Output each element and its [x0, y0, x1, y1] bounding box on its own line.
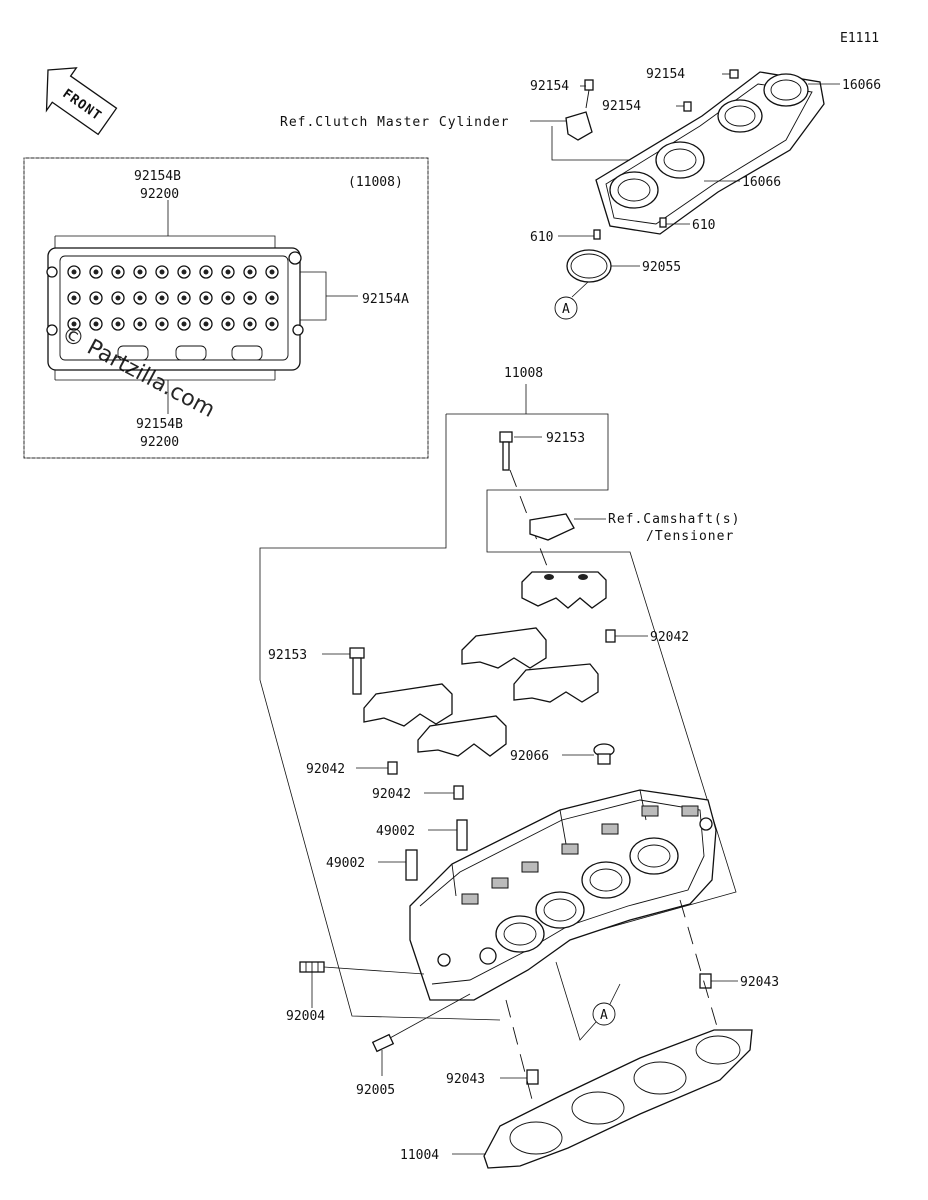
- label-bolt-cam: 92153: [546, 431, 585, 446]
- ref-tensioner: /Tensioner: [646, 529, 734, 544]
- inset-bolt-center-icon: [115, 295, 121, 301]
- inset-bolt-center-icon: [203, 321, 209, 327]
- callout-a-upper: A: [562, 302, 570, 317]
- bolt-icon: [349, 647, 365, 695]
- head-boss-icon: [561, 843, 579, 855]
- inset-bolt-center-icon: [71, 269, 77, 275]
- label-dowel-right: 92043: [740, 975, 779, 990]
- inset-bolt-center-icon: [93, 295, 99, 301]
- head-boss-icon: [521, 861, 539, 873]
- head-boss-icon: [461, 893, 479, 905]
- label-dowel-bottom: 92043: [446, 1072, 485, 1087]
- inset-bolt-center-icon: [159, 295, 165, 301]
- inset-bolt-center-icon: [247, 295, 253, 301]
- label-plug: 92066: [510, 749, 549, 764]
- plug-icon: [593, 743, 615, 765]
- dowel-pin-icon: [605, 629, 616, 643]
- inset-bolt-center-icon: [269, 321, 275, 327]
- inset-bolt-center-icon: [181, 295, 187, 301]
- inset-bolt-center-icon: [93, 269, 99, 275]
- label-pin-left: 610: [530, 230, 553, 245]
- label-oring: 92055: [642, 260, 681, 275]
- valve-guide-icon: [456, 819, 468, 851]
- inset-label-92154b-bottom: 92154B: [136, 417, 183, 432]
- diagram-code: E1111: [840, 31, 879, 46]
- head-gasket: [483, 1029, 753, 1169]
- inset-bolt-center-icon: [225, 321, 231, 327]
- inset-bolt-center-icon: [203, 295, 209, 301]
- front-arrow-icon: FRONT: [45, 67, 118, 136]
- label-cover-upper: 16066: [842, 78, 881, 93]
- inset-bolt-center-icon: [115, 269, 121, 275]
- label-cover-lower: 16066: [742, 175, 781, 190]
- inset-bolt-center-icon: [93, 321, 99, 327]
- head-boss-icon: [601, 823, 619, 835]
- inset-bolt-center-icon: [159, 269, 165, 275]
- upper-cover-assembly: A 92154 92154 92154 Ref.Clutch Master Cy…: [280, 67, 881, 320]
- dowel-pin-icon: [659, 217, 667, 228]
- dowel-pin-icon: [526, 1069, 539, 1085]
- label-head-assy: 11008: [504, 366, 543, 381]
- bolt-icon: [584, 79, 594, 109]
- valve-guide-icon: [405, 849, 418, 881]
- head-boss-icon: [641, 805, 659, 817]
- inset-bolt-center-icon: [71, 295, 77, 301]
- inset-label-92200-bottom: 92200: [140, 435, 179, 450]
- inset-bolt-center-icon: [269, 269, 275, 275]
- inset-panel: (11008) 92154B 92200 92154A 92154B 92200…: [23, 157, 429, 459]
- bolt-icon: [729, 69, 739, 79]
- head-boss-icon: [681, 805, 699, 817]
- cylinder-head-body: [409, 789, 717, 1001]
- fitting-icon: [371, 1033, 395, 1053]
- label-bolt-top-right: 92154: [646, 67, 685, 82]
- label-guide-2: 49002: [326, 856, 365, 871]
- main-assembly: 11008 92153 Ref.Camshaft(s) /Tensioner 9…: [259, 366, 779, 1169]
- inset-bolt-center-icon: [159, 321, 165, 327]
- cylinder-head-top-view: [46, 247, 304, 371]
- inset-bolt-center-icon: [247, 321, 253, 327]
- inset-label-92154b-top: 92154B: [134, 169, 181, 184]
- inset-bolt-center-icon: [137, 269, 143, 275]
- label-stud: 92004: [286, 1009, 325, 1024]
- bolt-icon: [683, 101, 692, 112]
- label-gasket: 11004: [400, 1148, 439, 1163]
- dowel-pin-icon: [453, 785, 464, 800]
- label-bolt-top-left: 92154: [530, 79, 569, 94]
- head-boss-icon: [491, 877, 509, 889]
- label-bolt-long: 92153: [268, 648, 307, 663]
- label-dowel-upper: 92042: [650, 630, 689, 645]
- label-fitting: 92005: [356, 1083, 395, 1098]
- inset-bolt-center-icon: [181, 269, 187, 275]
- ref-camshaft: Ref.Camshaft(s): [608, 512, 740, 527]
- inset-bolt-center-icon: [225, 295, 231, 301]
- stud-icon: [299, 961, 325, 973]
- inset-bolt-center-icon: [269, 295, 275, 301]
- label-guide-1: 49002: [376, 824, 415, 839]
- dowel-pin-icon: [593, 229, 601, 240]
- ref-clutch-master-cylinder: Ref.Clutch Master Cylinder: [280, 115, 510, 130]
- inset-bolt-center-icon: [181, 321, 187, 327]
- inset-bolt-center-icon: [225, 269, 231, 275]
- inset-label-92154a: 92154A: [362, 292, 409, 307]
- inset-bolt-center-icon: [115, 321, 121, 327]
- callout-a-lower: A: [600, 1008, 608, 1023]
- label-bolt-mid: 92154: [602, 99, 641, 114]
- inset-label-92200-top: 92200: [140, 187, 179, 202]
- inset-bolt-center-icon: [137, 295, 143, 301]
- label-dowel-left-2: 92042: [372, 787, 411, 802]
- inset-bolt-center-icon: [203, 269, 209, 275]
- inset-bolt-center-icon: [137, 321, 143, 327]
- label-pin-right: 610: [692, 218, 715, 233]
- oring-icon: [566, 249, 612, 283]
- bolt-icon: [499, 431, 513, 471]
- inset-assembly-number: (11008): [348, 175, 403, 190]
- label-dowel-left-1: 92042: [306, 762, 345, 777]
- inset-bolt-center-icon: [71, 321, 77, 327]
- inset-bolt-center-icon: [247, 269, 253, 275]
- dowel-pin-icon: [387, 761, 398, 775]
